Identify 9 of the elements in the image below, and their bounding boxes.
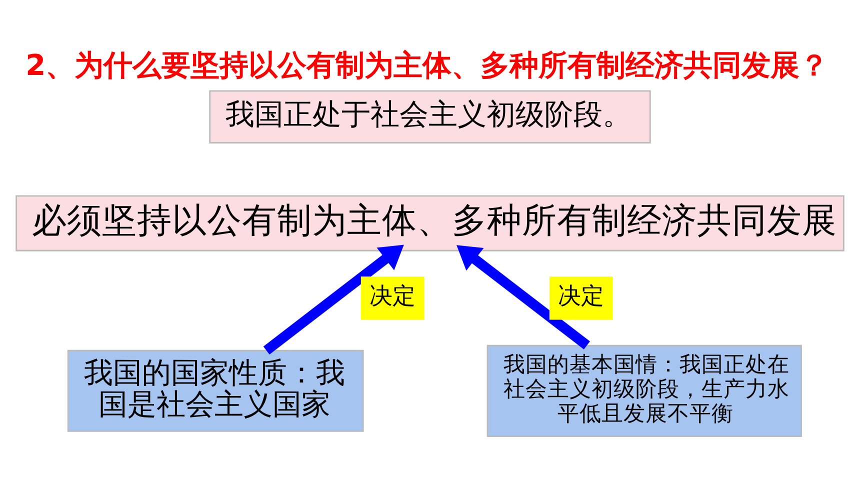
edge-label: 决定: [370, 284, 416, 310]
node-box: 我国的基本国情：我国正处在社会主义初级阶段，生产力水平低且发展不平衡: [486, 344, 802, 437]
arrow: [263, 244, 404, 354]
node-box: 我国的国家性质：我国是社会主义国家: [67, 350, 364, 432]
node-box: 必须坚持以公有制为主体、多种所有制经济共同发展: [16, 195, 844, 252]
diagram-title: 2、为什么要坚持以公有制为主体、多种所有制经济共同发展？: [26, 48, 829, 82]
edge-label: 决定: [558, 284, 604, 310]
arrow: [456, 245, 590, 350]
node-box: 我国正处于社会主义初级阶段。: [209, 90, 651, 144]
